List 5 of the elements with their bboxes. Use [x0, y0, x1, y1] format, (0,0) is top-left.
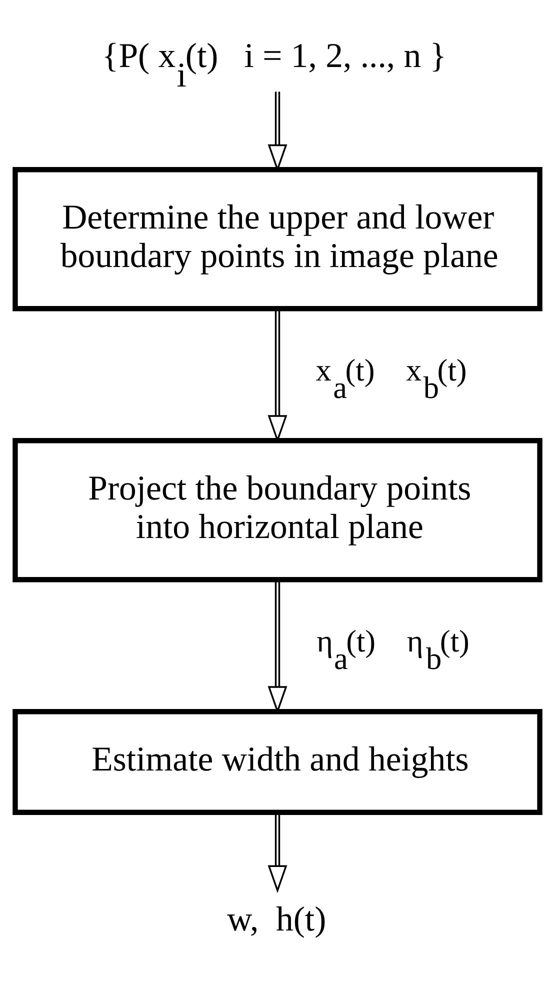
arrow	[268, 813, 288, 894]
node-box: Project the boundary points into horizontal plane	[12, 438, 542, 582]
node-text: w, h(t)	[227, 899, 326, 938]
node-box: Determine the upper and lower boundary points in image plane	[12, 167, 542, 312]
node-box: Estimate width and heights	[12, 709, 542, 815]
